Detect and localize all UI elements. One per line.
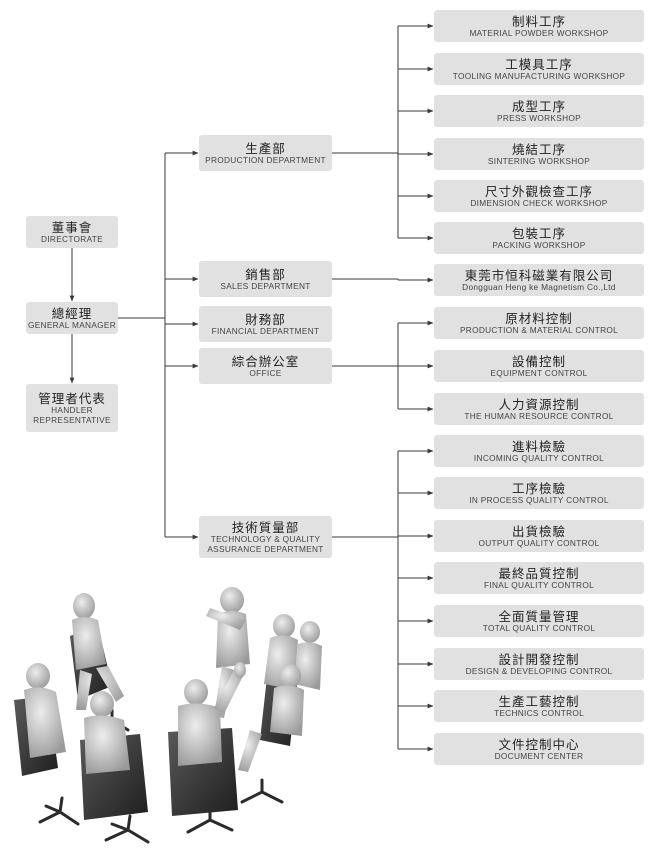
box-title-en: THE HUMAN RESOURCE CONTROL (464, 410, 614, 421)
box-title-zh: 董事會 (51, 219, 93, 235)
box-title-zh: 燒結工序 (511, 141, 566, 157)
box-title-zh: 成型工序 (511, 98, 566, 114)
box-title-zh: 東莞市恒科磁業有限公司 (464, 267, 614, 283)
box-title-zh: 進料檢驗 (511, 438, 566, 454)
box-title-zh: 管理者代表 (38, 391, 106, 406)
box-title-en: DESIGN & DEVELOPING CONTROL (465, 665, 613, 676)
box-title-en: INCOMING QUALITY CONTROL (473, 452, 605, 463)
box-title-en: OUTPUT QUALITY CONTROL (478, 537, 600, 548)
box-title-en: OFFICE (249, 367, 282, 378)
box-title-zh: 包裝工序 (511, 225, 566, 241)
box-title-en: Dongguan Heng ke Magnetism Co.,Ltd (462, 281, 616, 292)
box-title-zh: 綜合辦公室 (231, 353, 300, 369)
box-title-zh: 人力資源控制 (498, 396, 580, 412)
box-title-zh: 銷售部 (245, 266, 286, 282)
box-title-en: IN PROCESS QUALITY CONTROL (469, 494, 609, 505)
box-title-zh: 出貨檢驗 (511, 523, 566, 539)
box-title-zh: 設備控制 (511, 353, 566, 369)
box-title-zh: 生產工藝控制 (498, 693, 580, 709)
box-title-zh: 全面質量管理 (498, 608, 580, 624)
box-title-zh: 尺寸外觀檢查工序 (484, 183, 593, 199)
box-title-zh: 技術質量部 (231, 520, 300, 535)
box-title-en: SINTERING WORKSHOP (487, 155, 591, 166)
box-title-en: FINANCIAL DEPARTMENT (211, 325, 320, 336)
box-title-en: HANDLER (51, 405, 93, 415)
box-title-zh: 總經理 (51, 305, 93, 321)
box-title-en: TECHNOLOGY & QUALITY (210, 534, 321, 544)
box-title-en: DOCUMENT CENTER (494, 750, 584, 761)
box-title-en: REPRESENTATIVE (33, 414, 111, 425)
box-title-en: GENERAL MANAGER (27, 319, 117, 330)
box-title-en: TOOLING MANUFACTURING WORKSHOP (452, 70, 626, 81)
box-title-en: PRODUCTION DEPARTMENT (205, 154, 326, 165)
box-title-zh: 財務部 (245, 311, 286, 327)
box-title-zh: 設計開發控制 (498, 651, 580, 667)
box-title-en: EQUIPMENT CONTROL (490, 367, 588, 378)
box-title-zh: 最終品質控制 (498, 565, 580, 581)
box-title-zh: 文件控制中心 (498, 736, 580, 752)
box-title-zh: 工序檢驗 (511, 480, 566, 496)
box-title-en: PRESS WORKSHOP (497, 112, 581, 123)
box-title-en: DIRECTORATE (41, 233, 103, 244)
box-title-zh: 制料工序 (511, 13, 566, 29)
box-title-en: TOTAL QUALITY CONTROL (482, 622, 596, 633)
box-title-zh: 原材料控制 (505, 310, 573, 326)
meeting-people-illustration (14, 587, 322, 844)
box-title-en: FINAL QUALITY CONTROL (483, 579, 595, 590)
box-title-zh: 生產部 (245, 140, 286, 156)
box-title-en: PACKING WORKSHOP (492, 239, 586, 250)
box-title-en: DIMENSION CHECK WORKSHOP (470, 197, 608, 208)
box-title-en: TECHNICS CONTROL (493, 707, 585, 718)
box-title-en: SALES DEPARTMENT (220, 280, 311, 291)
box-title-en: MATERIAL POWDER WORKSHOP (469, 27, 609, 38)
box-title-zh: 工模具工序 (505, 56, 573, 72)
box-title-en: ASSURANCE DEPARTMENT (207, 543, 324, 554)
box-title-en: PRODUCTION & MATERIAL CONTROL (459, 324, 619, 335)
